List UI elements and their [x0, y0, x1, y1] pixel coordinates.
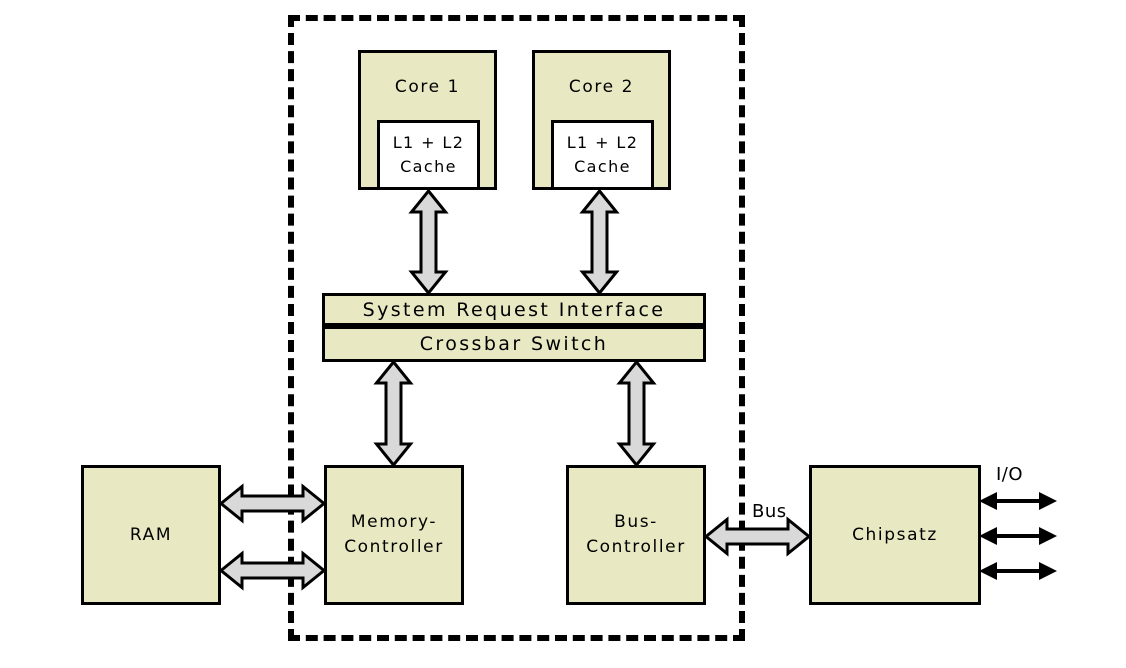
system-request-interface-bar[interactable]: System Request Interface [322, 293, 706, 326]
cpu-die-boundary [288, 15, 745, 641]
arrow-bus-controller-to-chipset [703, 516, 812, 557]
chipset-label: Chipsatz [852, 524, 938, 545]
core-1-cache-label: L1 + L2 Cache [392, 133, 465, 176]
io-label: I/O [996, 464, 1024, 485]
memory-controller-box[interactable]: Memory- Controller [324, 465, 464, 605]
arrow-chipset-io-2 [979, 527, 1057, 545]
arrow-core2-to-sri [579, 188, 620, 296]
arrow-crossbar-to-bus-controller [616, 359, 657, 468]
arrow-crossbar-to-memory-controller [373, 359, 414, 468]
memory-controller-label: Memory- Controller [344, 512, 444, 557]
arrow-chipset-io-3 [979, 562, 1057, 580]
bus-controller-label: Bus- Controller [586, 512, 686, 557]
arrow-ram-to-memory-controller-lower [218, 550, 327, 591]
bus-label: Bus [752, 501, 787, 522]
arrow-chipset-io-1 [979, 492, 1057, 510]
arrow-ram-to-memory-controller-upper [218, 483, 327, 524]
core-2-cache-label: L1 + L2 Cache [566, 133, 639, 176]
ram-box[interactable]: RAM [81, 465, 221, 605]
core-1-cache-box[interactable]: L1 + L2 Cache [377, 120, 480, 190]
arrow-core1-to-sri [408, 188, 449, 296]
ram-label: RAM [129, 524, 173, 545]
bus-controller-box[interactable]: Bus- Controller [566, 465, 706, 605]
crossbar-switch-label: Crossbar Switch [419, 333, 609, 355]
chipset-box[interactable]: Chipsatz [809, 465, 981, 605]
system-request-interface-label: System Request Interface [362, 298, 666, 321]
core-2-cache-box[interactable]: L1 + L2 Cache [551, 120, 654, 190]
core-2-title: Core 2 [568, 77, 635, 97]
core-1-title: Core 1 [394, 77, 461, 97]
crossbar-switch-bar[interactable]: Crossbar Switch [322, 326, 706, 362]
